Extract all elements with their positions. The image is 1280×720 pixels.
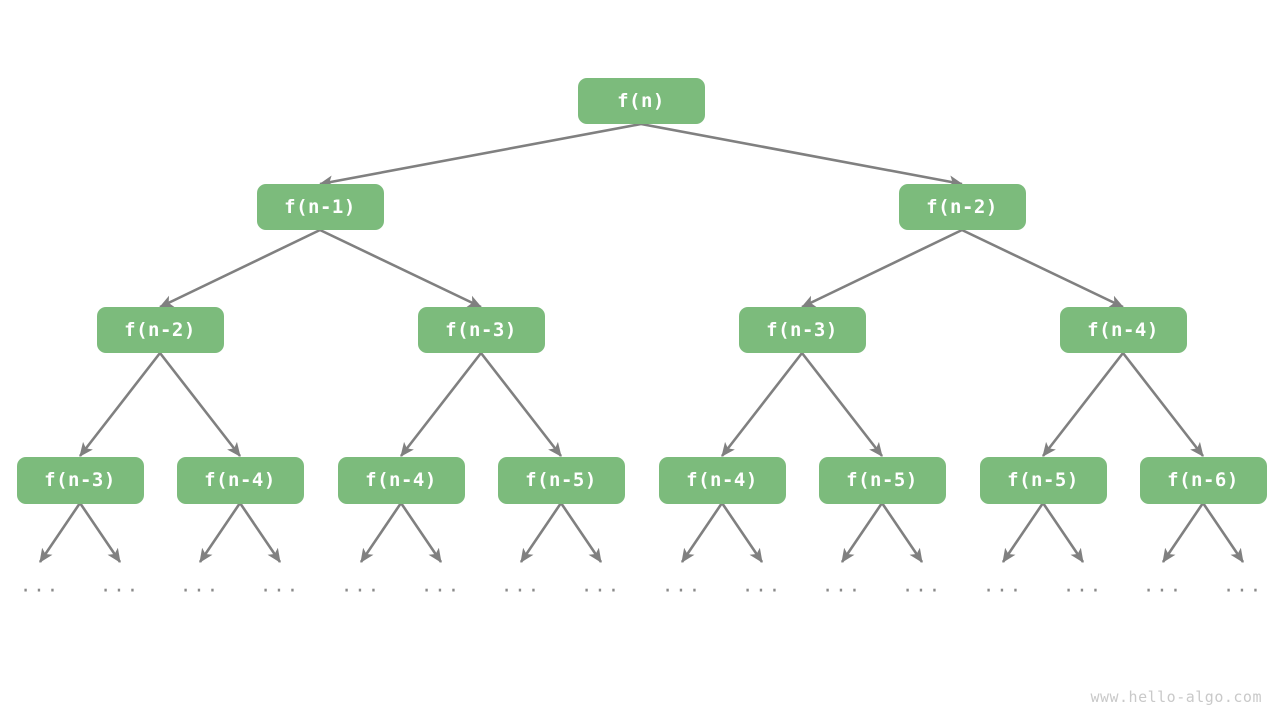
ellipsis-marker: ... [1142, 574, 1184, 597]
tree-edge [399, 502, 443, 563]
tree-node-level-0-0[interactable]: f(n) [577, 78, 705, 124]
tree-node-level-3-1[interactable]: f(n-4) [176, 456, 304, 504]
tree-edge [1001, 502, 1045, 563]
tree-edge [238, 502, 282, 563]
tree-edge [720, 502, 764, 563]
ellipsis-marker: ... [99, 574, 141, 597]
tree-node-level-2-1[interactable]: f(n-3) [417, 307, 545, 353]
tree-edge [38, 502, 82, 563]
ellipsis-marker: ... [580, 574, 622, 597]
tree-edge [801, 228, 963, 309]
tree-edge [800, 352, 884, 457]
tree-edge [359, 502, 403, 563]
tree-edge [1041, 502, 1085, 563]
ellipsis-marker: ... [1062, 574, 1104, 597]
tree-node-level-3-2[interactable]: f(n-4) [337, 456, 465, 504]
ellipsis-marker: ... [982, 574, 1024, 597]
tree-node-level-3-7[interactable]: f(n-6) [1139, 456, 1267, 504]
ellipsis-marker: ... [179, 574, 221, 597]
tree-edge [78, 502, 122, 563]
tree-node-level-3-3[interactable]: f(n-5) [497, 456, 625, 504]
tree-edge [1201, 502, 1245, 563]
tree-node-level-2-0[interactable]: f(n-2) [96, 307, 224, 353]
tree-node-level-1-0[interactable]: f(n-1) [256, 184, 384, 230]
ellipsis-marker: ... [420, 574, 462, 597]
tree-node-level-3-4[interactable]: f(n-4) [658, 456, 786, 504]
ellipsis-marker: ... [259, 574, 301, 597]
tree-edge [198, 502, 242, 563]
tree-edge [720, 352, 804, 457]
ellipsis-marker: ... [19, 574, 61, 597]
ellipsis-marker: ... [500, 574, 542, 597]
ellipsis-marker: ... [340, 574, 382, 597]
tree-edge [880, 502, 924, 563]
tree-edge [318, 122, 642, 188]
ellipsis-marker: ... [901, 574, 943, 597]
tree-edge [479, 352, 563, 457]
tree-node-level-3-5[interactable]: f(n-5) [818, 456, 946, 504]
tree-edge [961, 228, 1124, 309]
tree-edge [399, 352, 483, 457]
tree-edge [1121, 352, 1205, 457]
tree-edge [640, 122, 964, 188]
ellipsis-marker: ... [741, 574, 783, 597]
tree-node-level-2-2[interactable]: f(n-3) [738, 307, 866, 353]
tree-edge [840, 502, 884, 563]
tree-edge [1041, 352, 1125, 457]
tree-edge [559, 502, 603, 563]
tree-node-level-1-1[interactable]: f(n-2) [898, 184, 1026, 230]
edge-group [38, 122, 1245, 563]
watermark-label: www.hello-algo.com [1090, 688, 1262, 706]
ellipsis-marker: ... [661, 574, 703, 597]
tree-edge [78, 352, 162, 457]
tree-edge [519, 502, 563, 563]
tree-node-level-2-3[interactable]: f(n-4) [1059, 307, 1187, 353]
tree-edge [158, 352, 242, 457]
tree-edge [1161, 502, 1205, 563]
ellipsis-marker: ... [821, 574, 863, 597]
tree-node-level-3-6[interactable]: f(n-5) [979, 456, 1107, 504]
ellipsis-marker: ... [1222, 574, 1264, 597]
tree-edge [319, 228, 482, 309]
tree-edge [680, 502, 724, 563]
tree-edge [159, 228, 321, 309]
tree-node-level-3-0[interactable]: f(n-3) [16, 456, 144, 504]
